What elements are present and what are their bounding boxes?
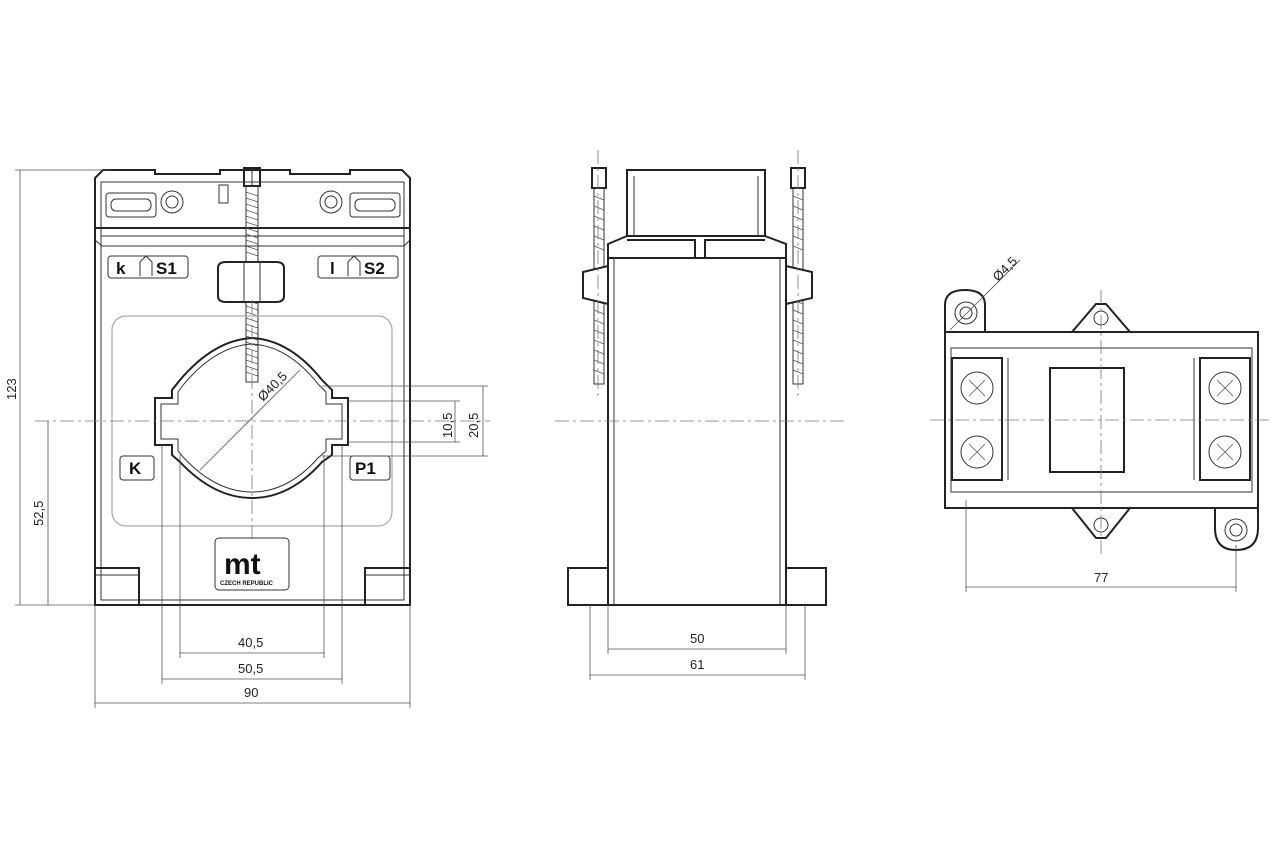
side-view: 50 61 (555, 150, 845, 680)
side-screw-left-head-icon (591, 167, 607, 189)
terminal-screw-right-icon (319, 190, 343, 214)
dim-window-outer: 20,5 (466, 413, 481, 438)
label-box-s1 (107, 255, 189, 279)
dim-window-width: 50,5 (238, 661, 263, 676)
mount-hole-right-icon (1224, 518, 1248, 542)
cross-mark (1216, 443, 1234, 461)
side-top-cap (626, 169, 766, 237)
front-housing-inner-outline (100, 181, 405, 601)
front-housing-outline (94, 169, 411, 606)
side-foot-right (785, 567, 827, 606)
cross-mark (968, 443, 986, 461)
dim-total-width: 90 (244, 685, 258, 700)
side-body (607, 257, 787, 606)
label-s1: S1 (156, 259, 177, 278)
bottom-tab (1071, 507, 1131, 539)
terminal-block-left (951, 357, 1003, 481)
label-box-s2 (317, 255, 399, 279)
label-primary-p1: P1 (355, 459, 376, 478)
side-shoulder-left (607, 235, 696, 259)
dim-total-height: 123 (4, 378, 19, 400)
diameter-leader (199, 369, 301, 471)
mount-ear-left (944, 288, 986, 333)
mount-hole-left-icon (954, 301, 978, 325)
dim-aperture-width: 40,5 (238, 635, 263, 650)
dim-center-height: 52,5 (31, 501, 46, 526)
hole-diameter-leader (949, 259, 1021, 331)
side-shoulder-right (704, 235, 787, 259)
foot-left (94, 567, 140, 606)
terminal-strip-bevel (94, 239, 411, 247)
cross-mark (1216, 379, 1234, 397)
terminal-screw-top-right-icon (1208, 371, 1242, 405)
foot-right (364, 567, 411, 606)
label-s2: S2 (364, 259, 385, 278)
terminal-screw-bottom-left-icon (960, 435, 994, 469)
side-nut-right (785, 264, 813, 306)
dim-window-inner: 10,5 (440, 413, 455, 438)
terminal-screw-bottom-right-icon (1208, 435, 1242, 469)
dim-total-depth: 61 (690, 657, 704, 672)
arrow-up-icon (139, 255, 153, 276)
primary-aperture (154, 336, 349, 500)
terminal-screw-left-icon (160, 190, 184, 214)
label-l: l (330, 259, 335, 278)
top-view: Ø4,5 77 (930, 254, 1270, 592)
terminal-slot-left-inner (110, 198, 152, 212)
logo-country: CZECH REPUBLIC (220, 581, 274, 587)
mount-ear-right (1214, 507, 1259, 552)
terminal-screw-top-left-icon (960, 371, 994, 405)
terminal-block-right (1199, 357, 1251, 481)
terminal-screw-right-core-icon (324, 195, 338, 209)
dim-body-depth: 50 (690, 631, 704, 646)
cross-mark (968, 379, 986, 397)
dim-aperture-diameter: Ø40,5 (255, 368, 291, 404)
primary-aperture-inner (160, 343, 343, 493)
front-view: k S1 l S2 K P1 mt CZECH REPUBLIC (4, 167, 490, 708)
label-k: k (116, 259, 126, 278)
side-foot-left (567, 567, 609, 606)
mount-hole-right-core-icon (1229, 523, 1243, 537)
logo-mark: mt (224, 548, 261, 581)
dim-mount-spacing: 77 (1094, 570, 1108, 585)
side-nut-left (582, 264, 609, 306)
dim-mount-hole: Ø4,5 (990, 254, 1021, 285)
arrow-up-icon (347, 255, 361, 276)
label-box-k (119, 455, 155, 481)
mount-hole-left-core-icon (959, 306, 973, 320)
terminal-slot-right-inner (354, 198, 396, 212)
screw-nut (217, 261, 285, 303)
terminal-slot-right (349, 192, 401, 218)
terminal-slot-left (105, 192, 157, 218)
latch-icon (218, 184, 229, 204)
mt-logo: mt CZECH REPUBLIC (214, 537, 290, 591)
terminal-screw-left-core-icon (165, 195, 179, 209)
label-primary-k: K (129, 459, 142, 478)
